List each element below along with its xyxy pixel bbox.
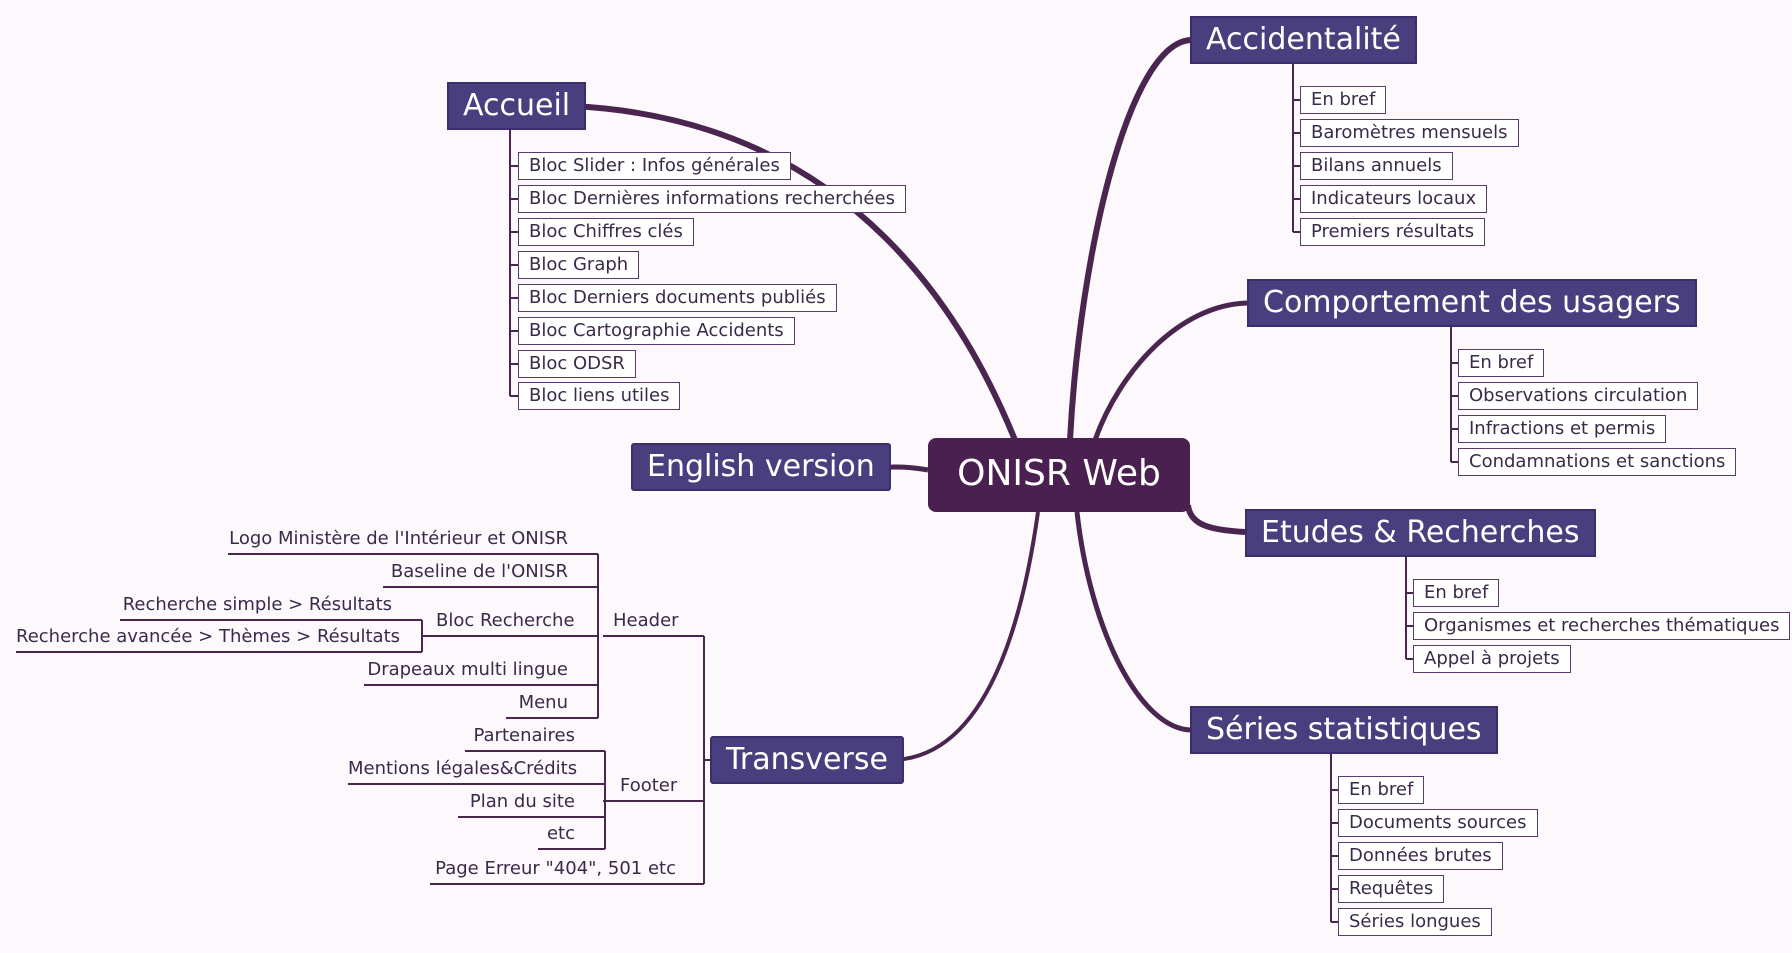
branch-series: [1074, 511, 1193, 733]
accueil-leaf-connectors: [509, 130, 518, 397]
accueil-item-cartographie[interactable]: Bloc Cartographie Accidents: [518, 317, 795, 345]
comportement-item-observations[interactable]: Observations circulation: [1458, 382, 1699, 410]
etudes-item-en-bref[interactable]: En bref: [1413, 579, 1500, 607]
comportement-leaf-connectors: [1450, 327, 1458, 463]
topic-accidentalite[interactable]: Accidentalité: [1190, 16, 1417, 64]
footer-item-partenaires[interactable]: Partenaires: [473, 725, 575, 746]
accidentalite-item-premiers-resultats[interactable]: Premiers résultats: [1300, 218, 1486, 246]
topic-comportement[interactable]: Comportement des usagers: [1247, 279, 1697, 327]
root-node[interactable]: ONISR Web: [928, 438, 1190, 512]
etudes-item-appel-projets[interactable]: Appel à projets: [1413, 645, 1571, 673]
header-item-baseline[interactable]: Baseline de l'ONISR: [390, 561, 568, 582]
series-leaf-connectors: [1330, 754, 1338, 923]
accueil-item-slider[interactable]: Bloc Slider : Infos générales: [518, 152, 791, 180]
accueil-item-odsr[interactable]: Bloc ODSR: [518, 350, 636, 378]
comportement-item-infractions[interactable]: Infractions et permis: [1458, 415, 1667, 443]
header-bloc-recherche-label: Bloc Recherche: [436, 610, 575, 631]
accueil-item-chiffres-cles[interactable]: Bloc Chiffres clés: [518, 218, 694, 246]
accidentalite-item-bilans[interactable]: Bilans annuels: [1300, 152, 1453, 180]
topic-transverse[interactable]: Transverse: [710, 736, 904, 784]
accueil-item-dernieres-infos[interactable]: Bloc Dernières informations recherchées: [518, 185, 906, 213]
topic-english-version[interactable]: English version: [631, 443, 891, 491]
accidentalite-item-barometres[interactable]: Baromètres mensuels: [1300, 119, 1519, 147]
accueil-item-liens-utiles[interactable]: Bloc liens utiles: [518, 382, 681, 410]
topic-accueil[interactable]: Accueil: [447, 82, 587, 130]
etudes-leaf-connectors: [1405, 557, 1413, 660]
branch-comportement: [1092, 300, 1248, 441]
accueil-item-graph[interactable]: Bloc Graph: [518, 251, 640, 279]
footer-item-plan-site[interactable]: Plan du site: [469, 791, 575, 812]
transverse-footer-label: Footer: [620, 775, 678, 796]
topic-series-statistiques[interactable]: Séries statistiques: [1190, 706, 1498, 754]
header-item-drapeaux[interactable]: Drapeaux multi lingue: [367, 659, 568, 680]
transverse-header-label: Header: [613, 610, 679, 631]
branch-accidentalite: [1067, 37, 1193, 441]
series-item-donnees-brutes[interactable]: Données brutes: [1338, 842, 1503, 870]
footer-item-mentions[interactable]: Mentions légales&Crédits: [348, 758, 578, 779]
etudes-item-organismes[interactable]: Organismes et recherches thématiques: [1413, 612, 1791, 640]
header-item-menu[interactable]: Menu: [518, 692, 568, 713]
recherche-item-avancee[interactable]: Recherche avancée > Thèmes > Résultats: [16, 626, 401, 647]
footer-item-etc[interactable]: etc: [546, 823, 575, 844]
accidentalite-leaf-connectors: [1292, 64, 1300, 233]
branch-transverse: [889, 511, 1040, 762]
header-item-logo[interactable]: Logo Ministère de l'Intérieur et ONISR: [229, 528, 568, 549]
comportement-item-en-bref[interactable]: En bref: [1458, 349, 1545, 377]
comportement-item-condamnations[interactable]: Condamnations et sanctions: [1458, 448, 1737, 476]
recherche-item-simple[interactable]: Recherche simple > Résultats: [122, 594, 392, 615]
branch-accueil: [571, 103, 1018, 442]
series-item-requetes[interactable]: Requêtes: [1338, 875, 1445, 903]
transverse-connectors: [16, 553, 710, 885]
accidentalite-item-en-bref[interactable]: En bref: [1300, 86, 1387, 114]
accueil-item-derniers-documents[interactable]: Bloc Derniers documents publiés: [518, 284, 837, 312]
transverse-item-page-erreur[interactable]: Page Erreur "404", 501 etc: [435, 858, 676, 879]
series-item-series-longues[interactable]: Séries longues: [1338, 908, 1492, 936]
series-item-en-bref[interactable]: En bref: [1338, 776, 1425, 804]
accidentalite-item-indicateurs[interactable]: Indicateurs locaux: [1300, 185, 1488, 213]
branch-etudes: [1185, 504, 1246, 535]
topic-etudes-recherches[interactable]: Etudes & Recherches: [1245, 509, 1596, 557]
series-item-documents-sources[interactable]: Documents sources: [1338, 809, 1538, 837]
